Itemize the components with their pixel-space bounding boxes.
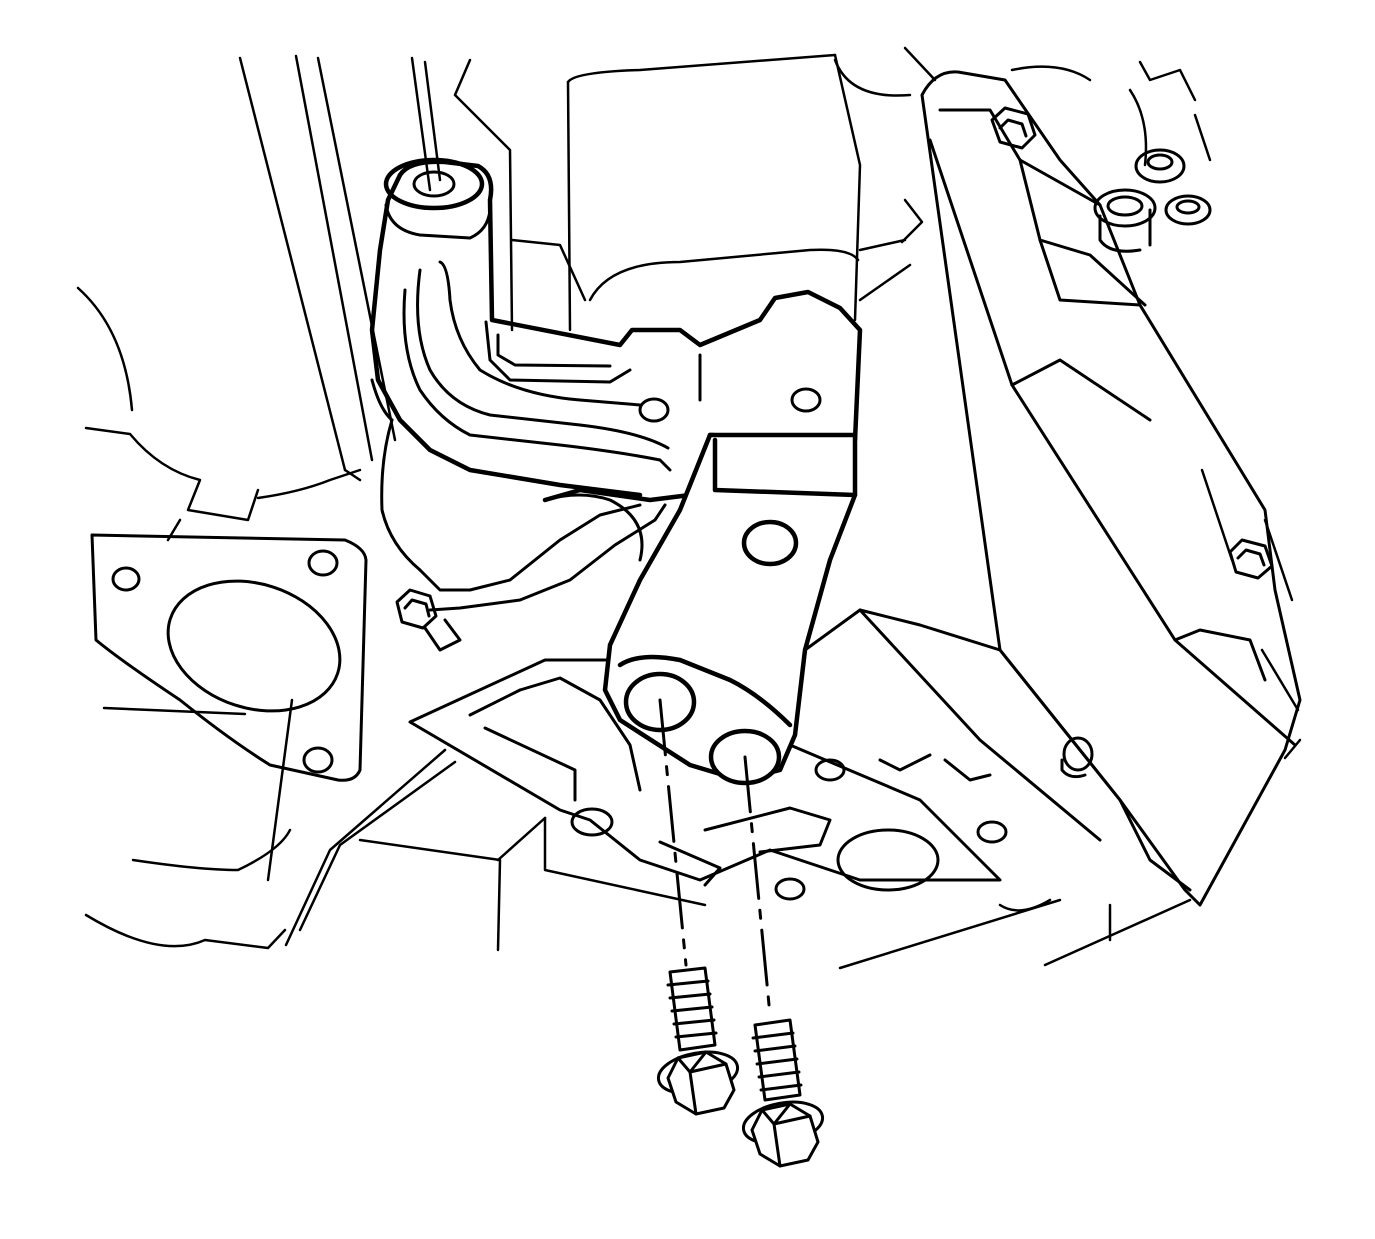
engine-block-background — [76, 46, 1302, 970]
alignment-line-right — [743, 755, 772, 1017]
manifold-flange — [90, 533, 368, 782]
alignment-line-left — [658, 698, 688, 967]
coolant-pipe — [369, 157, 863, 652]
transmission-housing — [803, 70, 1302, 907]
bolt — [656, 966, 740, 1116]
bolt — [741, 1018, 825, 1168]
